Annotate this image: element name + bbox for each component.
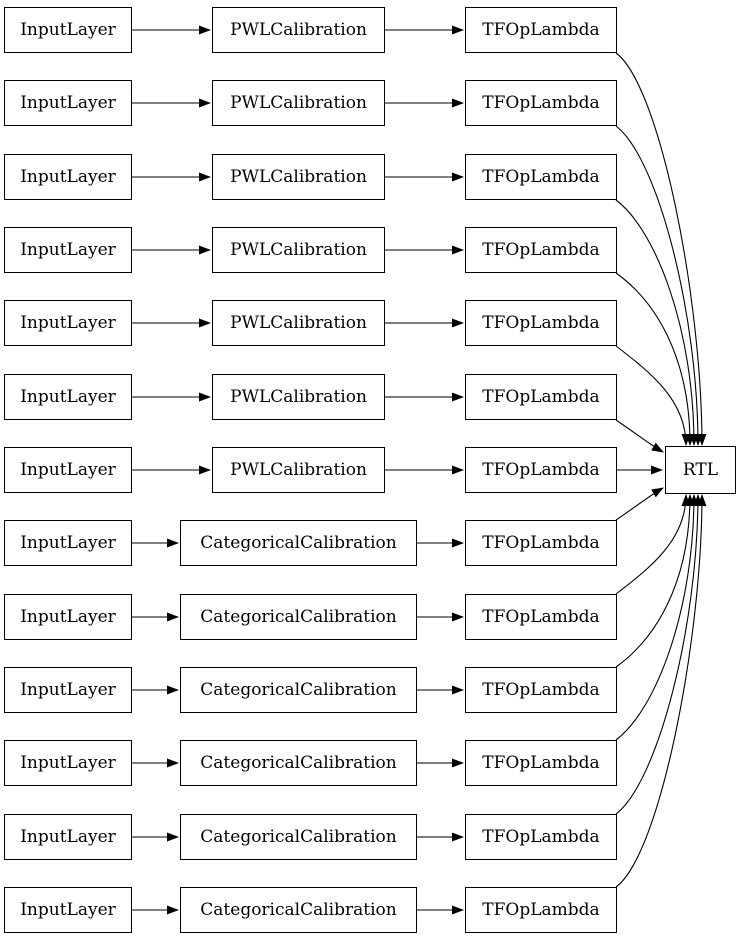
node-tfop-lambda-12: TFOpLambda (465, 814, 617, 860)
node-input-layer-7: InputLayer (4, 447, 132, 493)
node-tfop-lambda-2: TFOpLambda (465, 80, 617, 126)
node-input-layer-8: InputLayer (4, 520, 132, 566)
node-input-layer-12: InputLayer (4, 814, 132, 860)
node-categorical-calibration-3: CategoricalCalibration (180, 667, 417, 713)
node-tfop-lambda-5: TFOpLambda (465, 300, 617, 346)
edge-lambda-rtl (615, 494, 691, 595)
node-pwl-calibration-3: PWLCalibration (212, 154, 385, 200)
node-pwl-calibration-1: PWLCalibration (212, 7, 385, 53)
node-input-layer-9: InputLayer (4, 594, 132, 640)
node-categorical-calibration-5: CategoricalCalibration (180, 814, 417, 860)
node-categorical-calibration-2: CategoricalCalibration (180, 594, 417, 640)
node-tfop-lambda-3: TFOpLambda (465, 154, 617, 200)
node-input-layer-2: InputLayer (4, 80, 132, 126)
node-pwl-calibration-5: PWLCalibration (212, 300, 385, 346)
edge-lambda-rtl (615, 494, 695, 668)
node-tfop-lambda-1: TFOpLambda (465, 7, 617, 53)
node-input-layer-4: InputLayer (4, 227, 132, 273)
edge-lambda-rtl (615, 494, 699, 741)
node-input-layer-1: InputLayer (4, 7, 132, 53)
node-categorical-calibration-4: CategoricalCalibration (180, 740, 417, 786)
edge-lambda-rtl (615, 272, 695, 446)
node-tfop-lambda-10: TFOpLambda (465, 667, 617, 713)
node-tfop-lambda-8: TFOpLambda (465, 520, 617, 566)
node-input-layer-5: InputLayer (4, 300, 132, 346)
node-categorical-calibration-6: CategoricalCalibration (180, 887, 417, 933)
node-pwl-calibration-4: PWLCalibration (212, 227, 385, 273)
edge-lambda-rtl (615, 494, 707, 888)
node-pwl-calibration-2: PWLCalibration (212, 80, 385, 126)
node-tfop-lambda-9: TFOpLambda (465, 594, 617, 640)
edge-lambda-rtl (615, 125, 703, 446)
node-rtl: RTL (665, 446, 736, 494)
edge-lambda-rtl (615, 52, 707, 446)
edge-lambda-rtl (615, 494, 703, 815)
node-tfop-lambda-13: TFOpLambda (465, 887, 617, 933)
node-input-layer-11: InputLayer (4, 740, 132, 786)
node-input-layer-3: InputLayer (4, 154, 132, 200)
node-tfop-lambda-11: TFOpLambda (465, 740, 617, 786)
node-tfop-lambda-4: TFOpLambda (465, 227, 617, 273)
node-categorical-calibration-1: CategoricalCalibration (180, 520, 417, 566)
node-tfop-lambda-6: TFOpLambda (465, 374, 617, 420)
edge-lambda-rtl (615, 419, 664, 453)
node-input-layer-10: InputLayer (4, 667, 132, 713)
node-input-layer-6: InputLayer (4, 374, 132, 420)
node-pwl-calibration-7: PWLCalibration (212, 447, 385, 493)
edge-lambda-rtl (615, 487, 664, 521)
edge-lambda-rtl (615, 199, 699, 446)
node-pwl-calibration-6: PWLCalibration (212, 374, 385, 420)
edge-lambda-rtl (615, 345, 691, 446)
node-input-layer-13: InputLayer (4, 887, 132, 933)
node-tfop-lambda-7: TFOpLambda (465, 447, 617, 493)
